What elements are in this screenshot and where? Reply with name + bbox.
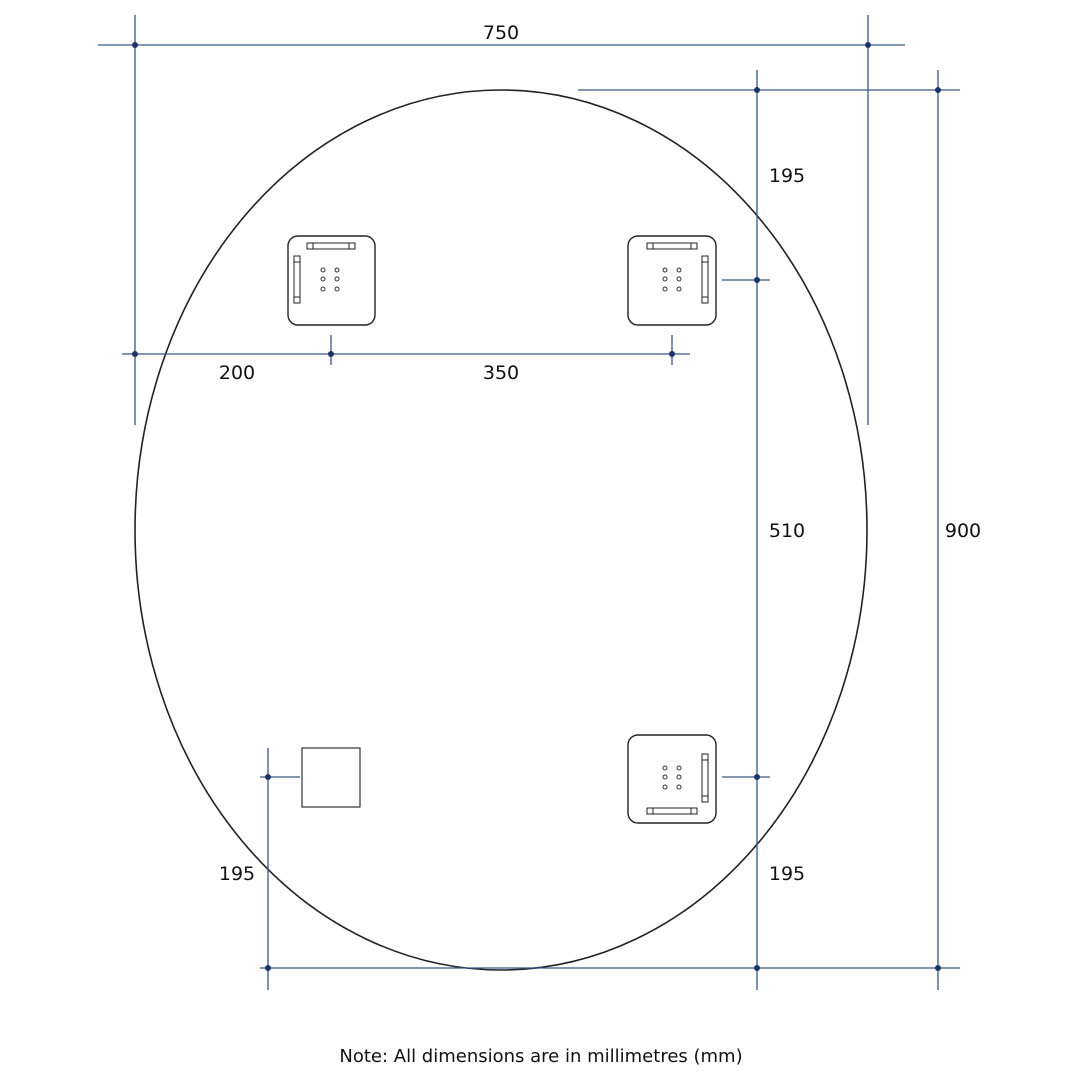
dimension-lines	[98, 15, 960, 990]
label-bottom-right-offset: 195	[769, 863, 805, 885]
label-bracket-spacing-vertical: 510	[769, 520, 805, 542]
label-bracket-spacing-horizontal: 350	[483, 362, 519, 384]
label-overall-height: 900	[945, 520, 981, 542]
bracket-top-left	[287, 235, 376, 326]
label-overall-width: 750	[483, 22, 519, 44]
units-note: Note: All dimensions are in millimetres …	[339, 1046, 742, 1067]
bottom-left-square-marker	[301, 747, 361, 808]
label-left-offset: 200	[219, 362, 255, 384]
label-bottom-left-offset: 195	[219, 863, 255, 885]
dimension-dots	[132, 42, 941, 971]
label-top-offset: 195	[769, 165, 805, 187]
bracket-bottom-right	[627, 734, 717, 824]
oval-mirror-outline	[134, 89, 868, 971]
bracket-top-right	[627, 235, 717, 326]
